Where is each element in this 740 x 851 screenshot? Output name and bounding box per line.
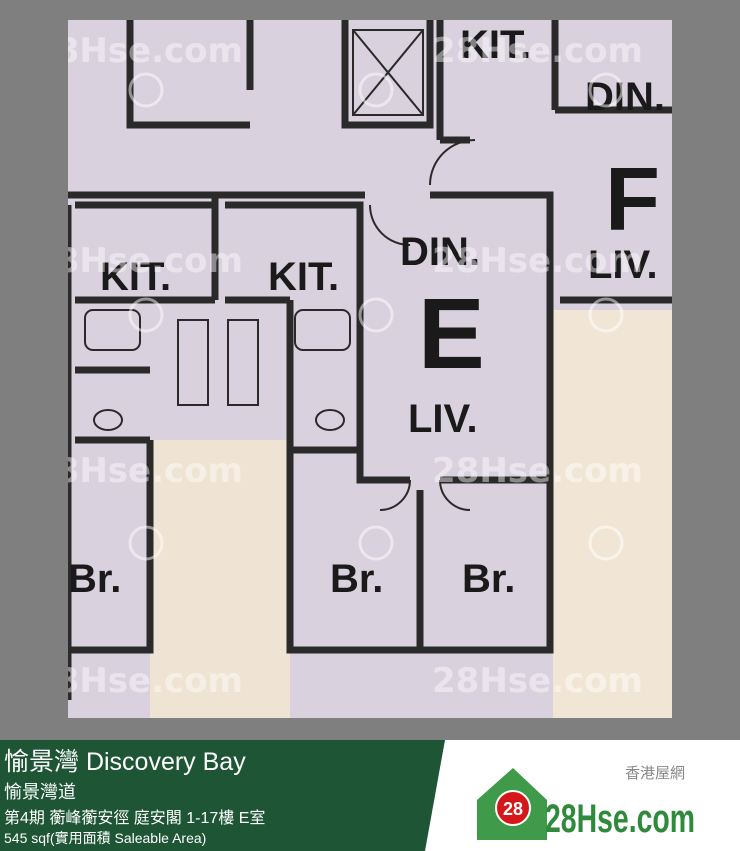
logo-text: 28Hse.com: [545, 797, 695, 840]
room-label-liv-f: LIV.: [588, 243, 658, 287]
unit-address: 第4期 蘅峰蘅安徑 庭安閣 1-17樓 E室: [4, 810, 266, 827]
saleable-area: 545 sqf(實用面積 Saleable Area): [4, 830, 207, 846]
estate-name: 愉景灣 Discovery Bay: [4, 748, 246, 776]
listing-info-panel: 愉景灣 Discovery Bay 愉景灣道 第4期 蘅峰蘅安徑 庭安閣 1-1…: [0, 740, 445, 851]
watermark-text: 28Hse.com: [432, 241, 643, 281]
room-label-din-f: DIN.: [585, 75, 665, 119]
room-label-br-left: Br.: [68, 557, 121, 601]
unit-label-e: E: [418, 278, 485, 390]
badge-icon: [495, 790, 531, 826]
watermark-text: 28Hse.com: [68, 451, 243, 491]
room-label-din-e: DIN.: [400, 230, 480, 274]
room-label-kit-mid: KIT.: [268, 255, 339, 299]
watermark-badges: [128, 72, 624, 561]
28hse-logo[interactable]: 28 香港屋網 28Hse.com: [475, 760, 705, 840]
room-label-kit-top: KIT.: [460, 23, 531, 67]
watermark-text: 28Hse.com: [432, 451, 643, 491]
street-name: 愉景灣道: [4, 782, 76, 802]
watermarks: 28Hse.com 28Hse.com 28Hse.com 28Hse.com …: [68, 31, 643, 701]
watermark-text: 28Hse.com: [68, 661, 243, 701]
watermark-text: 28Hse.com: [68, 31, 243, 71]
logo-chinese: 香港屋網: [625, 764, 685, 782]
room-label-br-right: Br.: [462, 557, 515, 601]
floor-plan: KIT. DIN. F LIV. KIT. KIT. DIN. E LIV. B…: [68, 20, 672, 718]
unit-label-f: F: [605, 150, 660, 250]
watermark-text: 28Hse.com: [432, 31, 643, 71]
room-label-liv-e: LIV.: [408, 397, 478, 441]
logo-badge: 28: [503, 799, 523, 819]
room-label-kit-left: KIT.: [100, 255, 171, 299]
room-label-br-mid: Br.: [330, 557, 383, 601]
watermark-text: 28Hse.com: [68, 241, 243, 281]
watermark-text: 28Hse.com: [432, 661, 643, 701]
listing-footer: 愉景灣 Discovery Bay 愉景灣道 第4期 蘅峰蘅安徑 庭安閣 1-1…: [0, 740, 740, 851]
